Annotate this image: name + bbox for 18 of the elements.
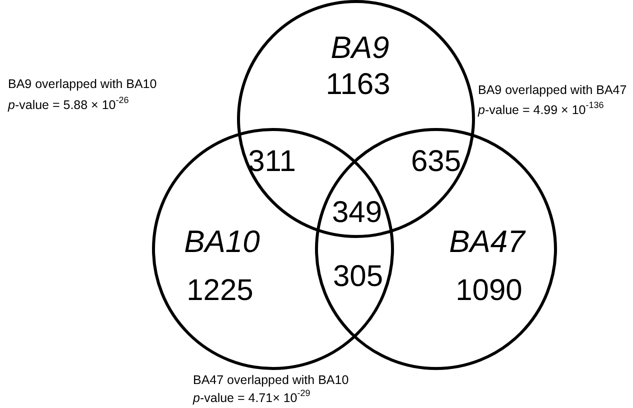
overlap-count: 305 xyxy=(332,262,384,292)
set-name: BA10 xyxy=(184,226,260,257)
overlap-count: 349 xyxy=(332,198,382,228)
annotation-text: p-value = 4.71× 10$^{-29}$ xyxy=(193,389,310,404)
set-name: BA9 xyxy=(330,32,390,63)
set-count: 1163 xyxy=(326,70,390,100)
overlap-count: 635 xyxy=(410,147,462,177)
annotation-text: p-value = 4.99 × 10$^{-136}$ xyxy=(478,101,604,116)
venn-circle xyxy=(152,128,394,370)
set-name: BA47 xyxy=(449,226,525,257)
set-count: 1090 xyxy=(456,276,522,306)
venn-circle xyxy=(315,128,557,370)
annotation-text: BA47 overlapped with BA10 xyxy=(193,374,349,386)
annotation-text: BA9 overlapped with BA47 xyxy=(478,84,627,96)
set-count: 1225 xyxy=(186,276,254,306)
annotation-text: BA9 overlapped with BA10 xyxy=(8,78,157,90)
annotation-text: p-value = 5.88 × 10$^{-26}$ xyxy=(8,96,129,112)
overlap-count: 311 xyxy=(248,147,296,177)
